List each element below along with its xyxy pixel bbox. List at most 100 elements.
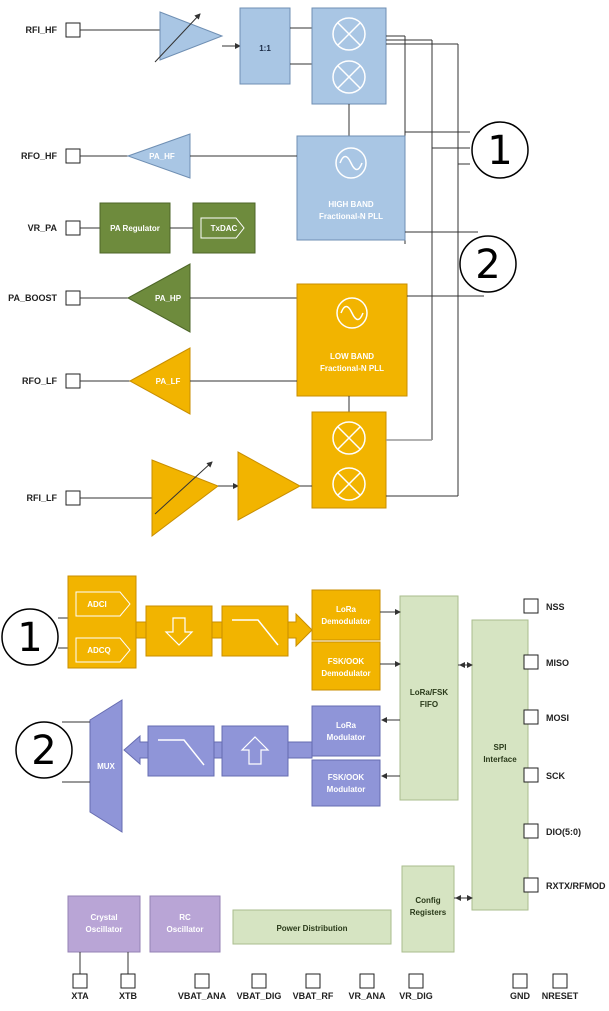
pin-vbat-dig (251, 973, 267, 989)
low-band-pll (296, 283, 408, 397)
hb-pll-label-1: HIGH BAND (328, 200, 374, 209)
pin-rfo-hf (65, 148, 81, 164)
pin-xta (72, 973, 88, 989)
lora-mod-label-1: LoRa (336, 721, 357, 730)
spi-label-2: Interface (483, 755, 517, 764)
marker-1-upper (471, 121, 529, 179)
adci-icon (75, 591, 131, 617)
pin-rxtx (523, 877, 539, 893)
hf-mixer-block (311, 7, 387, 105)
pin-pa-boost (65, 290, 81, 306)
sine-hf-icon (335, 147, 367, 179)
lf-buffer-amplifier (237, 451, 302, 521)
pin-label-rfo-lf: RFO_LF (22, 376, 58, 386)
marker-2-upper (459, 235, 517, 293)
marker-2-lower (15, 721, 73, 779)
rc-label-2: Oscillator (167, 925, 204, 934)
adcq-label: ADCQ (87, 646, 111, 655)
pin-label-vr-dig: VR_DIG (399, 991, 433, 1001)
pin-sck (523, 767, 539, 783)
crystal-label-2: Oscillator (86, 925, 123, 934)
down-arrow-icon (164, 617, 194, 646)
lb-pll-label-2: Fractional-N PLL (320, 364, 384, 373)
lora-modulator (311, 705, 381, 757)
pin-rfi-hf (65, 22, 81, 38)
pin-label-vr-pa: VR_PA (28, 223, 58, 233)
mixer-q-lf-icon (332, 467, 366, 501)
lora-demod-label-1: LoRa (336, 605, 357, 614)
pin-label-miso: MISO (546, 658, 569, 668)
lora-demodulator (311, 589, 381, 641)
tx-filter-block (147, 725, 215, 777)
fsk-demod-label-1: FSK/OOK (328, 657, 365, 666)
pin-rfi-lf (65, 490, 81, 506)
pin-label-dio: DIO(5:0) (546, 827, 581, 837)
fsk-modulator (311, 759, 381, 807)
pa-hp-label: PA_HP (155, 294, 182, 303)
pin-label-gnd: GND (510, 991, 531, 1001)
rc-oscillator (149, 895, 221, 953)
pin-dio (523, 823, 539, 839)
pin-label-xta: XTA (71, 991, 89, 1001)
decimator-block (145, 605, 213, 657)
pin-nss (523, 598, 539, 614)
pin-vbat-ana (194, 973, 210, 989)
fsk-demod-label-2: Demodulator (321, 669, 370, 678)
fsk-mod-label-2: Modulator (327, 785, 366, 794)
high-band-pll (296, 135, 406, 241)
crystal-oscillator (67, 895, 141, 953)
spi-label-1: SPI (494, 743, 507, 752)
fifo-label-2: FIFO (420, 700, 438, 709)
pin-vr-dig (408, 973, 424, 989)
pin-label-xtb: XTB (119, 991, 138, 1001)
pin-label-vbat-rf: VBAT_RF (293, 991, 334, 1001)
pin-label-pa-boost: PA_BOOST (8, 293, 57, 303)
pin-gnd (512, 973, 528, 989)
marker-1-lower (1, 608, 59, 666)
pin-label-nreset: NRESET (542, 991, 579, 1001)
pin-label-vbat-dig: VBAT_DIG (237, 991, 282, 1001)
txdac-label: TxDAC (211, 224, 238, 233)
config-registers (401, 865, 455, 953)
pin-label-rfo-hf: RFO_HF (21, 151, 58, 161)
mixer-q-hf-icon (332, 60, 366, 94)
txdac-block (192, 202, 256, 254)
pin-vr-pa (65, 220, 81, 236)
lb-pll-label-1: LOW BAND (330, 352, 374, 361)
marker-1-lower-label: 1 (17, 615, 42, 661)
fsk-demodulator (311, 641, 381, 691)
pin-mosi (523, 709, 539, 725)
pin-label-mosi: MOSI (546, 713, 569, 723)
adc-block (67, 575, 137, 669)
pin-label-rfi-hf: RFI_HF (26, 25, 58, 35)
pin-label-vr-ana: VR_ANA (348, 991, 386, 1001)
mux-label: MUX (97, 762, 115, 771)
pin-rfo-lf (65, 373, 81, 389)
lowpass-tx-icon (158, 739, 205, 766)
pin-vbat-rf (305, 973, 321, 989)
mixer-i-hf-icon (332, 17, 366, 51)
power-label: Power Distribution (276, 924, 347, 933)
pin-nreset (552, 973, 568, 989)
pin-vr-ana (359, 973, 375, 989)
marker-2-lower-label: 2 (31, 728, 56, 774)
lora-mod-label-2: Modulator (327, 733, 366, 742)
pin-xtb (120, 973, 136, 989)
mixer-i-lf-icon (332, 421, 366, 455)
txdac-arrow-icon (200, 217, 245, 239)
lna-hf-amplifier (159, 11, 224, 61)
power-distribution (232, 909, 392, 945)
lf-mixer-block (311, 411, 387, 509)
lora-demod-label-2: Demodulator (321, 617, 370, 626)
pin-label-rxtx: RXTX/RFMOD (546, 881, 606, 891)
crystal-label-1: Crystal (90, 913, 117, 922)
pa-lf-label: PA_LF (156, 377, 181, 386)
marker-1-upper-label: 1 (487, 128, 512, 174)
pin-label-vbat-ana: VBAT_ANA (178, 991, 227, 1001)
pa-hf-label: PA_HF (149, 152, 175, 161)
pa-regulator-label: PA Regulator (110, 224, 160, 233)
up-arrow-icon (240, 736, 270, 765)
balun-block (239, 7, 291, 85)
balun-label: 1:1 (259, 44, 271, 53)
